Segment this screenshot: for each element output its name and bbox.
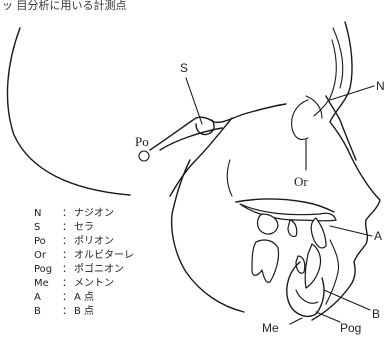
legend-name: B 点 bbox=[74, 305, 94, 317]
legend-name: ポゴニオン bbox=[74, 262, 124, 275]
label-s: S bbox=[180, 61, 188, 75]
legend-name: A 点 bbox=[74, 291, 94, 303]
pterygomaxillary-fissure bbox=[227, 160, 232, 196]
legend-abbr: S bbox=[34, 222, 40, 233]
me-leader bbox=[290, 318, 302, 324]
legend-abbr: Pog bbox=[34, 264, 52, 275]
frontal-outer-line bbox=[330, 22, 352, 122]
legend-sep: ： bbox=[62, 278, 72, 289]
lower-lip bbox=[326, 240, 339, 304]
frontal-sinus-line bbox=[333, 28, 343, 88]
upper-incisor bbox=[311, 218, 326, 248]
upper-premolar bbox=[288, 220, 297, 237]
orbit-inner bbox=[306, 96, 322, 118]
label-or: Or bbox=[294, 174, 308, 189]
legend: N ： ナジオン S ： セラ Po ： ポリオン Or ： オルビターレ Po… bbox=[34, 207, 134, 317]
nasion-leader bbox=[330, 86, 374, 100]
legend-abbr: Me bbox=[34, 278, 49, 289]
legend-name: オルビターレ bbox=[74, 249, 134, 261]
legend-sep: ： bbox=[62, 250, 72, 261]
label-po: Po bbox=[135, 134, 149, 149]
legend-abbr: Po bbox=[34, 236, 46, 247]
legend-name: メントン bbox=[74, 278, 114, 289]
legend-abbr: N bbox=[34, 208, 41, 219]
label-b: B bbox=[372, 307, 380, 321]
sella-leader bbox=[186, 78, 202, 124]
legend-sep: ： bbox=[62, 306, 72, 317]
lower-incisor bbox=[305, 244, 320, 288]
porion-marker bbox=[139, 151, 149, 161]
label-pog: Pog bbox=[340, 321, 361, 335]
legend-sep: ： bbox=[62, 236, 72, 247]
pog-leader bbox=[316, 312, 340, 322]
legend-abbr: Or bbox=[34, 250, 47, 261]
legend-abbr: B bbox=[34, 306, 41, 317]
lower-molar bbox=[252, 240, 279, 282]
label-n: N bbox=[376, 79, 385, 93]
legend-name: ポリオン bbox=[74, 235, 114, 247]
legend-sep: ： bbox=[62, 208, 72, 219]
cranial-base bbox=[150, 104, 286, 150]
legend-sep: ： bbox=[62, 264, 72, 275]
label-a: A bbox=[374, 229, 382, 243]
symphysis-inner bbox=[296, 290, 318, 303]
skull-outline bbox=[7, 28, 130, 195]
orbit-outline bbox=[292, 100, 308, 140]
legend-name: セラ bbox=[74, 221, 94, 233]
legend-sep: ： bbox=[62, 292, 72, 303]
legend-abbr: A bbox=[34, 292, 41, 303]
mandibular-ramus bbox=[172, 160, 244, 312]
caption-fragment: ッ 目分析に用いる計測点 bbox=[2, 0, 127, 12]
label-me: Me bbox=[262, 321, 279, 335]
legend-sep: ： bbox=[62, 222, 72, 233]
legend-name: ナジオン bbox=[74, 207, 114, 219]
